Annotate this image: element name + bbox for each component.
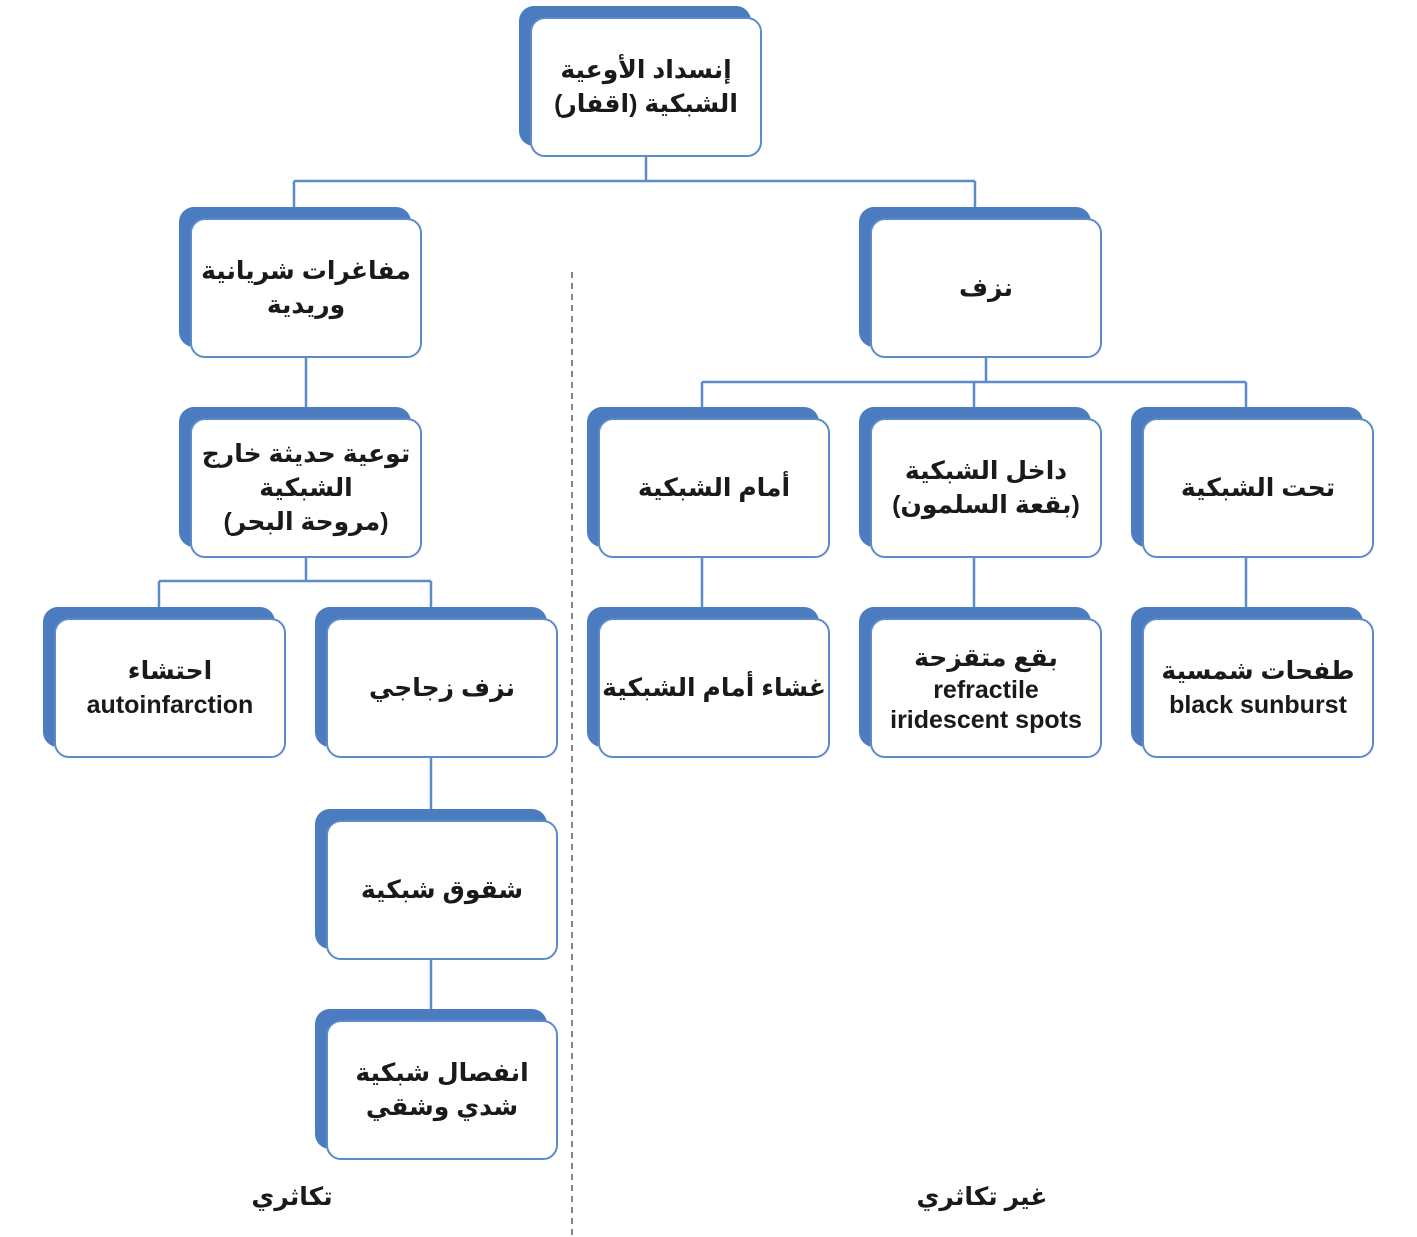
node-line: الشبكية (اقفار) [554, 90, 738, 118]
node-intraretinal: داخل الشبكية (بقعة السلمون) [870, 418, 1102, 558]
node-retinal-detachment: انفصال شبكية شدي وشقي [326, 1020, 558, 1160]
node-preretinal: أمام الشبكية [598, 418, 830, 558]
node-line: مفاغرات شريانية [201, 257, 411, 285]
node-line: توعية حديثة خارج [201, 440, 411, 468]
node-line: احتشاء [127, 657, 213, 685]
node-line: نزف [959, 274, 1013, 302]
root-node-retinal-ischemia: إنسداد الأوعية الشبكية (اقفار) [530, 17, 762, 157]
node-line: (بقعة السلمون) [892, 491, 1080, 519]
node-line: نزف زجاجي [368, 674, 516, 702]
node-retinal-tear: شقوق شبكية [326, 820, 558, 960]
node-subretinal: تحت الشبكية [1142, 418, 1374, 558]
node-line: طفحات شمسية [1161, 657, 1355, 685]
node-line: وريدية [266, 291, 346, 319]
node-preretinal-membrane: غشاء أمام الشبكية [598, 618, 830, 758]
label-non-proliferative: غير تكاثري [916, 1183, 1048, 1211]
node-line: تحت الشبكية [1180, 474, 1336, 502]
label-proliferative: تكاثري [251, 1183, 333, 1211]
node-line: الشبكية [259, 474, 353, 502]
node-line: شقوق شبكية [360, 876, 524, 904]
node-line: (مروحة البحر) [223, 508, 389, 536]
node-line: refractile [933, 676, 1039, 704]
node-vitreous-hemorrhage: نزف زجاجي [326, 618, 558, 758]
node-line: انفصال شبكية [355, 1059, 529, 1087]
node-line: غشاء أمام الشبكية [602, 674, 826, 702]
node-line: iridescent spots [890, 706, 1082, 734]
node-line: black sunburst [1169, 691, 1347, 719]
node-line: إنسداد الأوعية [560, 56, 732, 84]
node-hemorrhage: نزف [870, 218, 1102, 358]
node-av-shunts: مفاغرات شريانية وريدية [190, 218, 422, 358]
node-autoinfarction: احتشاء autoinfarction [54, 618, 286, 758]
node-black-sunburst: طفحات شمسية black sunburst [1142, 618, 1374, 758]
node-neovascularization: توعية حديثة خارج الشبكية (مروحة البحر) [190, 418, 422, 558]
node-line: autoinfarction [86, 691, 254, 719]
node-line: داخل الشبكية [904, 457, 1068, 485]
node-line: أمام الشبكية [637, 474, 791, 502]
node-line: بقع متقزحة [914, 644, 1058, 672]
node-iridescent-spots: بقع متقزحة refractile iridescent spots [870, 618, 1102, 758]
node-line: شدي وشقي [365, 1093, 519, 1121]
